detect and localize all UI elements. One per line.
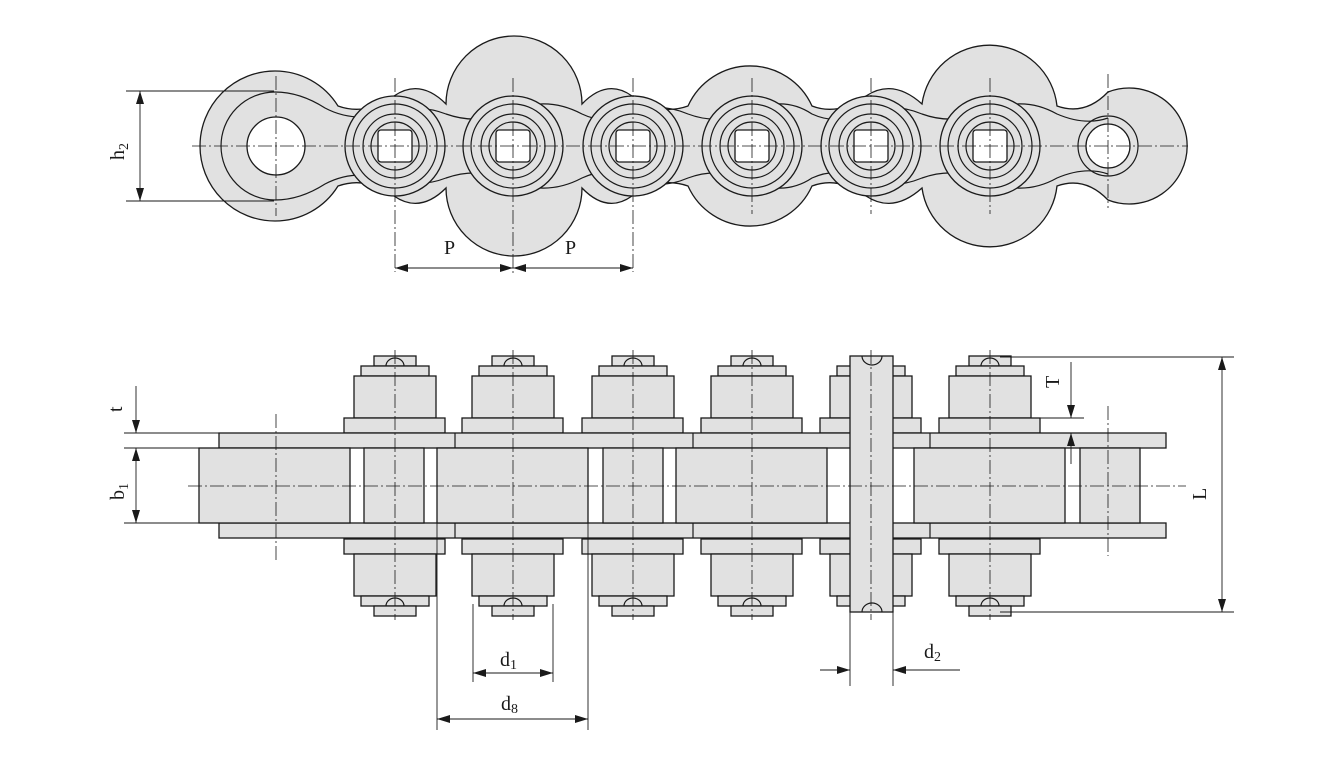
bushing-1 xyxy=(363,447,425,524)
rollers-top-view xyxy=(198,447,1141,524)
roller-block-2 xyxy=(436,447,589,524)
dimension-h2: h2 xyxy=(107,90,274,202)
pin-lower-6 xyxy=(938,538,1041,617)
dimension-d8: d8 xyxy=(436,523,589,730)
pin-heads-lower xyxy=(343,538,1041,617)
label-L: L xyxy=(1189,488,1211,500)
pin-lower-2 xyxy=(461,538,564,617)
pin-lower-1 xyxy=(343,538,446,617)
pin-lower-3 xyxy=(581,538,684,617)
chain-top-view: t b1 T L xyxy=(105,350,1234,730)
dimension-d2: d2 xyxy=(820,612,960,686)
top-view-centerlines xyxy=(188,350,1186,620)
label-d1: d1 xyxy=(500,649,517,673)
label-p-left: P xyxy=(444,237,455,259)
label-T: T xyxy=(1042,376,1064,388)
label-d8: d8 xyxy=(501,693,518,717)
roller-block-4 xyxy=(913,447,1066,524)
label-p-right: P xyxy=(565,237,576,259)
pin-upper-1 xyxy=(343,355,446,434)
pin-upper-4 xyxy=(700,355,803,434)
label-t: t xyxy=(105,406,127,412)
dimension-pitch: P P xyxy=(395,237,633,272)
dimension-t: t xyxy=(105,386,219,449)
dimension-b1: b1 xyxy=(107,448,199,524)
roller-block-1 xyxy=(198,447,351,524)
label-d2: d2 xyxy=(924,641,941,665)
bushing-3 xyxy=(1079,447,1141,524)
dimension-L: L xyxy=(1000,356,1234,613)
side-view-centerlines xyxy=(192,74,1188,276)
pin-heads-upper xyxy=(343,355,1041,434)
label-h2: h2 xyxy=(107,143,132,160)
long-pin xyxy=(849,355,894,613)
pin-upper-3 xyxy=(581,355,684,434)
label-b1: b1 xyxy=(107,483,132,500)
dimension-d1: d1 xyxy=(472,604,554,682)
pin-upper-2 xyxy=(461,355,564,434)
dimension-T: T xyxy=(1012,362,1084,464)
pin-lower-4 xyxy=(700,538,803,617)
pin-upper-6 xyxy=(938,355,1041,434)
roller-block-3 xyxy=(675,447,828,524)
chain-side-view: h2 P P xyxy=(107,35,1188,276)
